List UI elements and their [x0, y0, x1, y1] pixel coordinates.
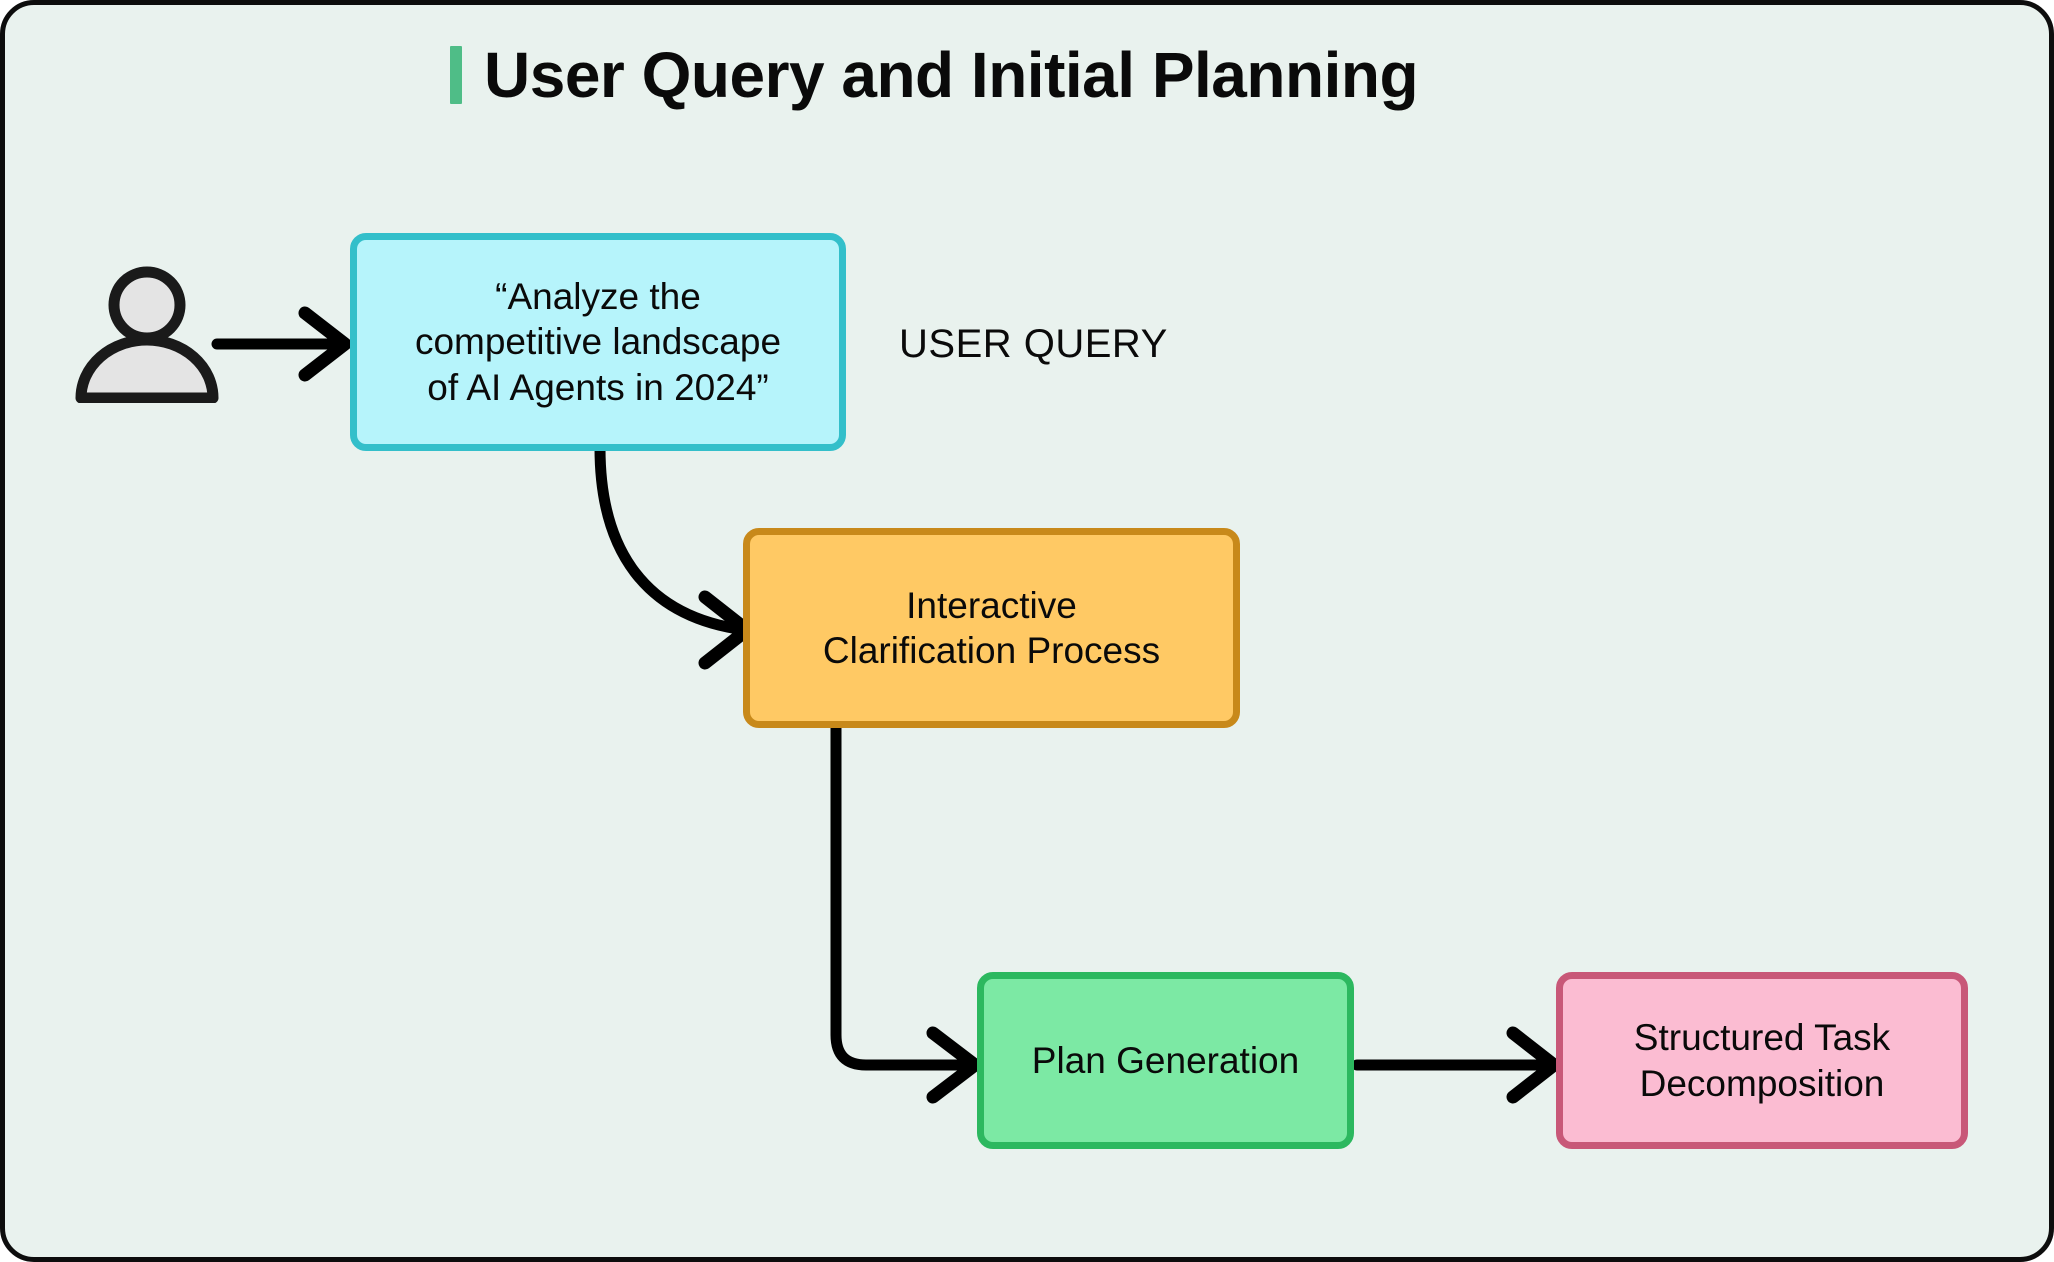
node-plan-generation[interactable]: Plan Generation [977, 972, 1354, 1149]
node-structured-task[interactable]: Structured Task Decomposition [1556, 972, 1968, 1149]
node-clarification-line1: Interactive [906, 584, 1077, 626]
page-title: User Query and Initial Planning [484, 39, 1419, 111]
node-user-query-text: “Analyze the competitive landscape of AI… [415, 274, 781, 409]
page-title-row: User Query and Initial Planning [450, 39, 1419, 111]
node-clarification-text: Interactive Clarification Process [823, 583, 1160, 673]
node-structured-task-line1: Structured Task [1633, 1017, 1891, 1059]
node-user-query-line3: of AI Agents in 2024” [427, 366, 769, 408]
annotation-user-query: USER QUERY [899, 322, 1168, 366]
edge-plan-generation-to-structured-task [1351, 1026, 1561, 1104]
title-accent-bar [450, 46, 462, 104]
node-user-query-line1: “Analyze the [495, 276, 701, 318]
node-clarification[interactable]: Interactive Clarification Process [743, 528, 1240, 728]
person-icon [75, 266, 219, 403]
node-clarification-line2: Clarification Process [822, 630, 1161, 671]
node-structured-task-text: Structured Task Decomposition [1634, 1015, 1890, 1105]
node-plan-generation-text: Plan Generation [1032, 1038, 1299, 1083]
node-user-query-line2: competitive landscape [414, 321, 782, 363]
node-user-query[interactable]: “Analyze the competitive landscape of AI… [350, 233, 846, 451]
edge-clarification-to-plan-generation [830, 722, 982, 1104]
node-structured-task-line2: Decomposition [1639, 1062, 1885, 1104]
edge-actor-to-user-query [211, 306, 352, 382]
edge-user-query-to-clarification [594, 442, 754, 670]
node-plan-generation-line1: Plan Generation [1031, 1039, 1300, 1081]
